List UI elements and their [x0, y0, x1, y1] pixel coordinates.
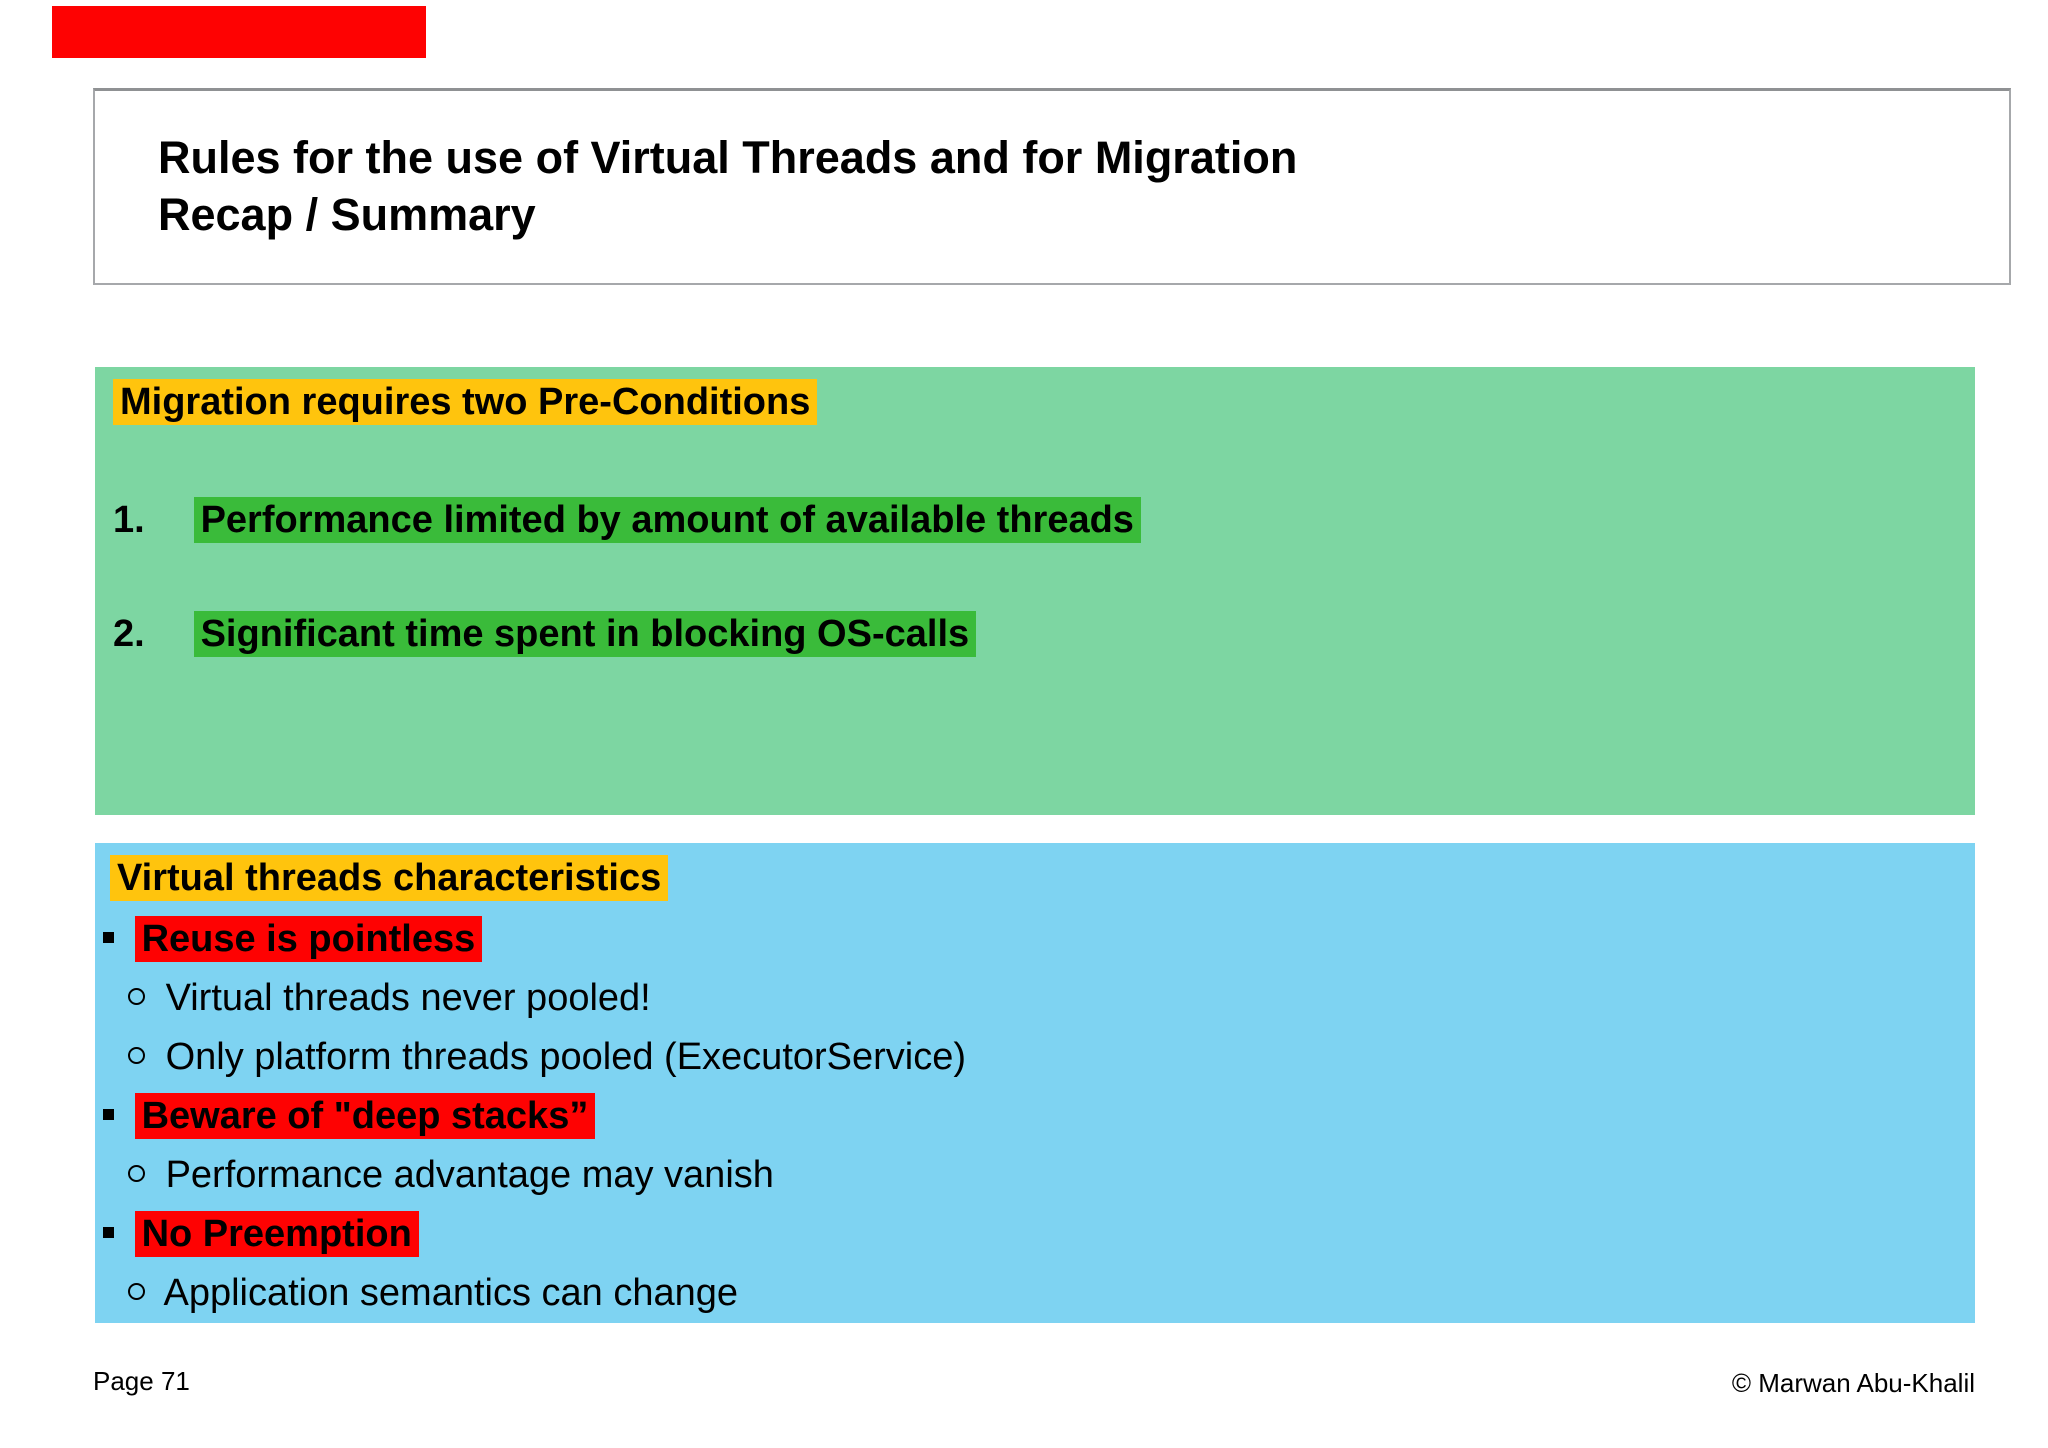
- characteristics-panel: Virtual threads characteristics Reuse is…: [95, 843, 1975, 1323]
- square-bullet-icon: [103, 932, 114, 944]
- sub-bullet-text: Application semantics can change: [163, 1272, 739, 1314]
- bullet-item: Reuse is pointless: [103, 916, 483, 962]
- heading-highlight: Migration requires two Pre-Conditions: [113, 379, 818, 425]
- sub-bullet-item: Application semantics can change: [128, 1270, 738, 1316]
- numbered-item: 1. Performance limited by amount of avai…: [113, 497, 1141, 543]
- sub-bullet-item: Virtual threads never pooled!: [128, 975, 651, 1021]
- footer-page-number: Page 71: [93, 1366, 190, 1396]
- title-line-2: Recap / Summary: [158, 189, 536, 240]
- logo-placeholder-bar: [52, 6, 426, 58]
- circle-bullet-icon: [128, 1283, 145, 1301]
- item-number: 1.: [113, 499, 145, 541]
- circle-bullet-icon: [128, 1165, 145, 1183]
- preconditions-heading: Migration requires two Pre-Conditions: [113, 379, 818, 425]
- bullet-text: No Preemption: [134, 1211, 419, 1257]
- sub-bullet-text: Performance advantage may vanish: [165, 1154, 774, 1196]
- bullet-text: Reuse is pointless: [134, 916, 483, 962]
- title-line-1: Rules for the use of Virtual Threads and…: [158, 132, 1298, 183]
- item-text: Performance limited by amount of availab…: [193, 497, 1141, 543]
- sub-bullet-text: Virtual threads never pooled!: [165, 977, 651, 1019]
- title-box: Rules for the use of Virtual Threads and…: [93, 88, 2011, 285]
- sub-bullet-item: Performance advantage may vanish: [128, 1152, 774, 1198]
- bullet-text: Beware of "deep stacks”: [134, 1093, 596, 1139]
- square-bullet-icon: [103, 1109, 114, 1121]
- item-number: 2.: [113, 613, 145, 655]
- circle-bullet-icon: [128, 988, 145, 1006]
- sub-bullet-text: Only platform threads pooled (ExecutorSe…: [165, 1036, 967, 1078]
- preconditions-panel: Migration requires two Pre-Conditions 1.…: [95, 367, 1975, 815]
- footer-copyright: © Marwan Abu-Khalil: [1731, 1368, 1975, 1398]
- sub-bullet-item: Only platform threads pooled (ExecutorSe…: [128, 1034, 966, 1080]
- bullet-item: No Preemption: [103, 1211, 419, 1257]
- slide-title: Rules for the use of Virtual Threads and…: [158, 129, 1297, 243]
- item-text: Significant time spent in blocking OS-ca…: [193, 611, 977, 657]
- square-bullet-icon: [103, 1227, 114, 1239]
- heading-highlight: Virtual threads characteristics: [110, 855, 669, 901]
- characteristics-heading: Virtual threads characteristics: [110, 855, 669, 901]
- numbered-item: 2. Significant time spent in blocking OS…: [113, 611, 977, 657]
- circle-bullet-icon: [128, 1047, 145, 1065]
- bullet-item: Beware of "deep stacks”: [103, 1093, 596, 1139]
